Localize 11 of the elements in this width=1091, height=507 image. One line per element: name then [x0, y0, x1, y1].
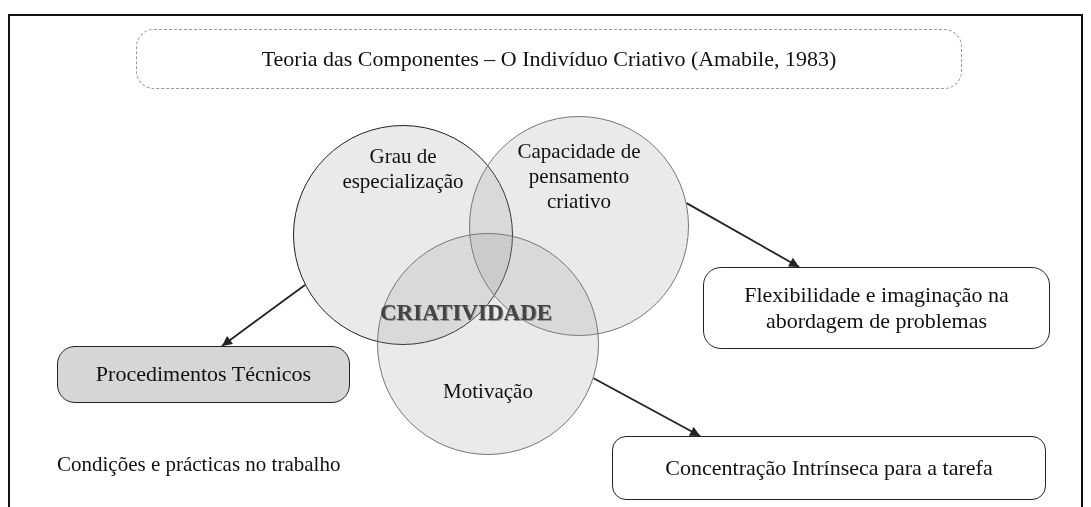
- title-box: Teoria das Componentes – O Indivíduo Criativo (Amabile, 1983): [136, 29, 962, 89]
- arrow: [685, 202, 800, 268]
- arrow: [592, 377, 701, 437]
- note-text: Condições e prácticas no trabalho: [57, 452, 341, 477]
- process-box: Concentração Intrínseca para a tarefa: [612, 436, 1046, 500]
- circle-label: Capacidade de pensamento criativo: [516, 139, 642, 215]
- process-box: Flexibilidade e imaginação na abordagem de problemas: [703, 267, 1050, 349]
- arrow: [221, 284, 306, 347]
- process-box: Procedimentos Técnicos: [57, 346, 350, 403]
- circle-label: Motivação: [442, 379, 534, 405]
- circle-label: Grau de especialização: [341, 144, 465, 195]
